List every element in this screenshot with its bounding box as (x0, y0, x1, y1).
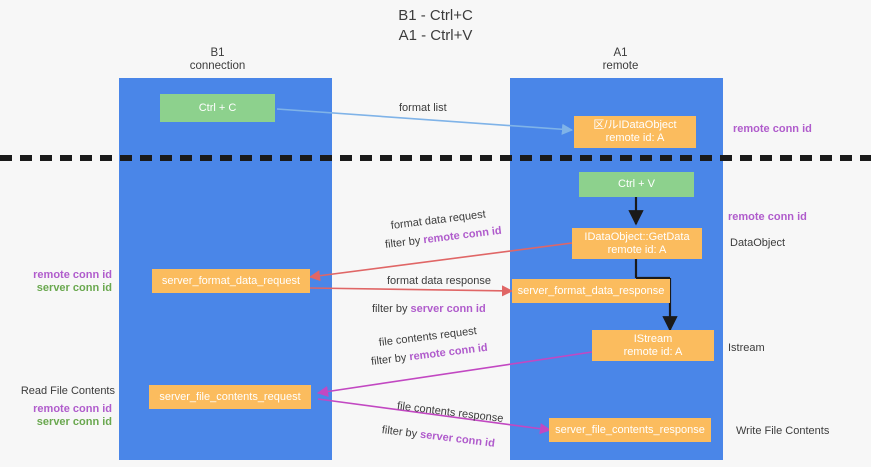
node-ctrl-v[interactable]: Ctrl + V (579, 172, 694, 197)
node-getdata-label: IDataObject::GetData (584, 230, 690, 243)
node-server-file-contents-response-label: server_file_contents_response (555, 423, 705, 436)
edge-label-format-data-response-filter: filter by server conn id (372, 299, 486, 317)
title-line-1: B1 - Ctrl+C (398, 7, 473, 24)
filter-prefix: filter by (370, 351, 411, 368)
filter-key-server-conn-id: server conn id (410, 303, 486, 315)
title-line-2: A1 - Ctrl+V (398, 27, 473, 44)
node-server-file-contents-request-label: server_file_contents_request (159, 390, 301, 403)
filter-key-server-conn-id: server conn id (419, 428, 496, 450)
node-getdata[interactable]: IDataObject::GetData remote id: A (572, 228, 702, 259)
annotation-left-remote-conn-id-mid: remote conn id (33, 269, 112, 281)
filter-key-remote-conn-id: remote conn id (422, 224, 503, 247)
node-istream-label: IStream (633, 332, 673, 345)
filter-prefix: filter by (372, 303, 411, 315)
column-header-a1: A1 remote (553, 47, 688, 73)
node-server-format-data-response[interactable]: server_format_data_response (512, 279, 670, 303)
column-header-a1-role: remote (602, 60, 639, 72)
node-istream-sublabel: remote id: A (623, 345, 683, 358)
annotation-left-server-conn-id-bottom: server conn id (36, 416, 112, 428)
filter-prefix: filter by (381, 424, 421, 441)
node-server-format-data-request-label: server_format_data_request (161, 274, 301, 287)
annotation-dataobject: DataObject (730, 237, 786, 249)
annotation-left-server-conn-id-mid: server conn id (36, 282, 112, 294)
node-server-file-contents-response[interactable]: server_file_contents_response (549, 418, 711, 442)
node-idataobject-label: 区/ルIDataObject (593, 119, 677, 131)
column-header-b1-role: connection (189, 60, 246, 72)
annotation-istream: Istream (728, 342, 765, 354)
column-header-b1: B1 connection (150, 47, 285, 73)
node-idataobject[interactable]: 区/ルIDataObject remote id: A (574, 116, 696, 148)
phase-separator (0, 155, 871, 161)
node-ctrl-c[interactable]: Ctrl + C (160, 94, 275, 122)
annotation-read-file-contents: Read File Contents (20, 385, 115, 397)
annotation-remote-conn-id-top: remote conn id (733, 123, 812, 135)
node-server-format-data-response-label: server_format_data_response (517, 284, 665, 297)
edge-label-format-list: format list (399, 102, 447, 114)
node-server-format-data-request[interactable]: server_format_data_request (152, 269, 310, 293)
edge-label-format-data-response: format data response (387, 275, 491, 287)
filter-key-remote-conn-id: remote conn id (408, 341, 489, 364)
connector-format-data-response (309, 285, 514, 297)
annotation-write-file-contents: Write File Contents (736, 425, 830, 437)
filter-prefix: filter by (384, 234, 425, 251)
node-ctrl-v-label: Ctrl + V (618, 178, 655, 190)
node-server-file-contents-request[interactable]: server_file_contents_request (149, 385, 311, 409)
node-getdata-sublabel: remote id: A (607, 243, 667, 256)
node-istream[interactable]: IStream remote id: A (592, 330, 714, 361)
column-header-b1-name: B1 (210, 47, 225, 59)
node-ctrl-c-label: Ctrl + C (198, 101, 237, 114)
annotation-left-remote-conn-id-bottom: remote conn id (33, 403, 112, 415)
column-header-a1-name: A1 (613, 47, 628, 59)
annotation-remote-conn-id-mid: remote conn id (728, 211, 807, 223)
edge-label-file-contents-response-filter: filter by server conn id (381, 420, 496, 452)
diagram-title: B1 - Ctrl+C A1 - Ctrl+V (0, 6, 871, 46)
node-idataobject-sublabel: remote id: A (605, 132, 665, 144)
edge-label-file-contents-response: file contents response (396, 400, 505, 426)
